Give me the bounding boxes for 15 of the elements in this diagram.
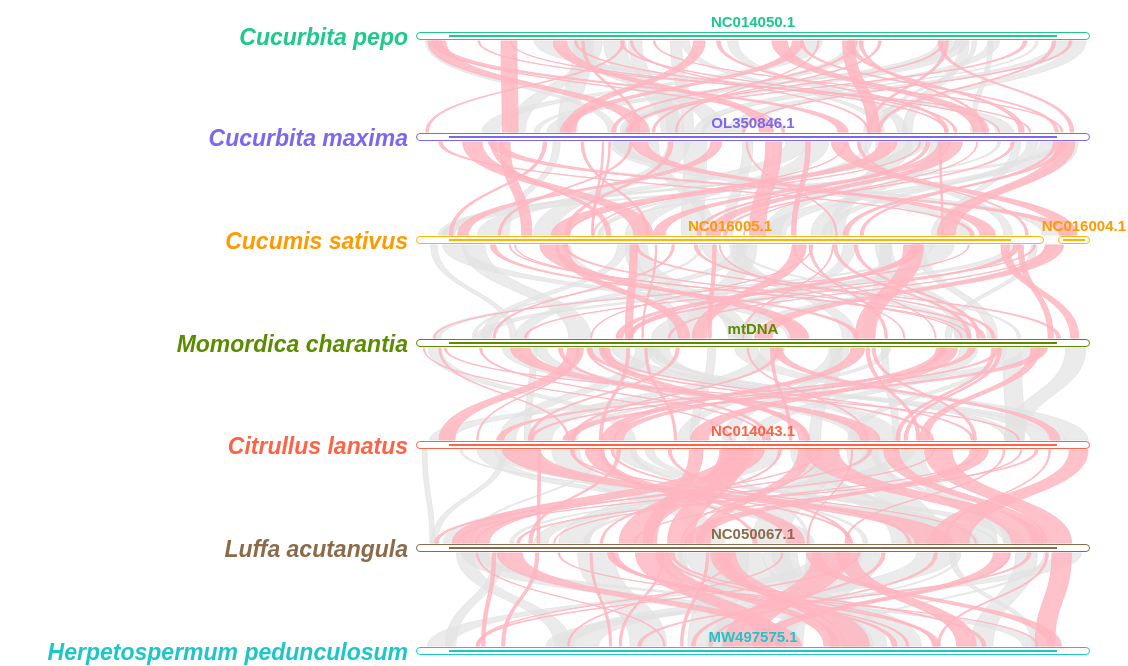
species-name: Luffa acutangula bbox=[224, 536, 408, 562]
species-name: Momordica charantia bbox=[176, 331, 408, 357]
accession-label: MW497575.1 bbox=[708, 628, 798, 646]
accession-label: NC016004.1 bbox=[1041, 217, 1126, 235]
accession-label: OL350846.1 bbox=[711, 114, 795, 132]
species-name: Cucurbita pepo bbox=[239, 24, 408, 50]
species-name: Cucumis sativus bbox=[225, 228, 408, 254]
species-name: Herpetospermum pedunculosum bbox=[47, 639, 408, 665]
accession-label: NC014043.1 bbox=[710, 422, 796, 440]
accession-label: NC014050.1 bbox=[710, 13, 796, 31]
species-name: Cucurbita maxima bbox=[208, 125, 408, 151]
accession-label: NC016005.1 bbox=[687, 217, 773, 235]
species-name: Citrullus lanatus bbox=[227, 433, 408, 459]
accession-label: NC050067.1 bbox=[710, 525, 796, 543]
accession-label: mtDNA bbox=[727, 320, 779, 338]
